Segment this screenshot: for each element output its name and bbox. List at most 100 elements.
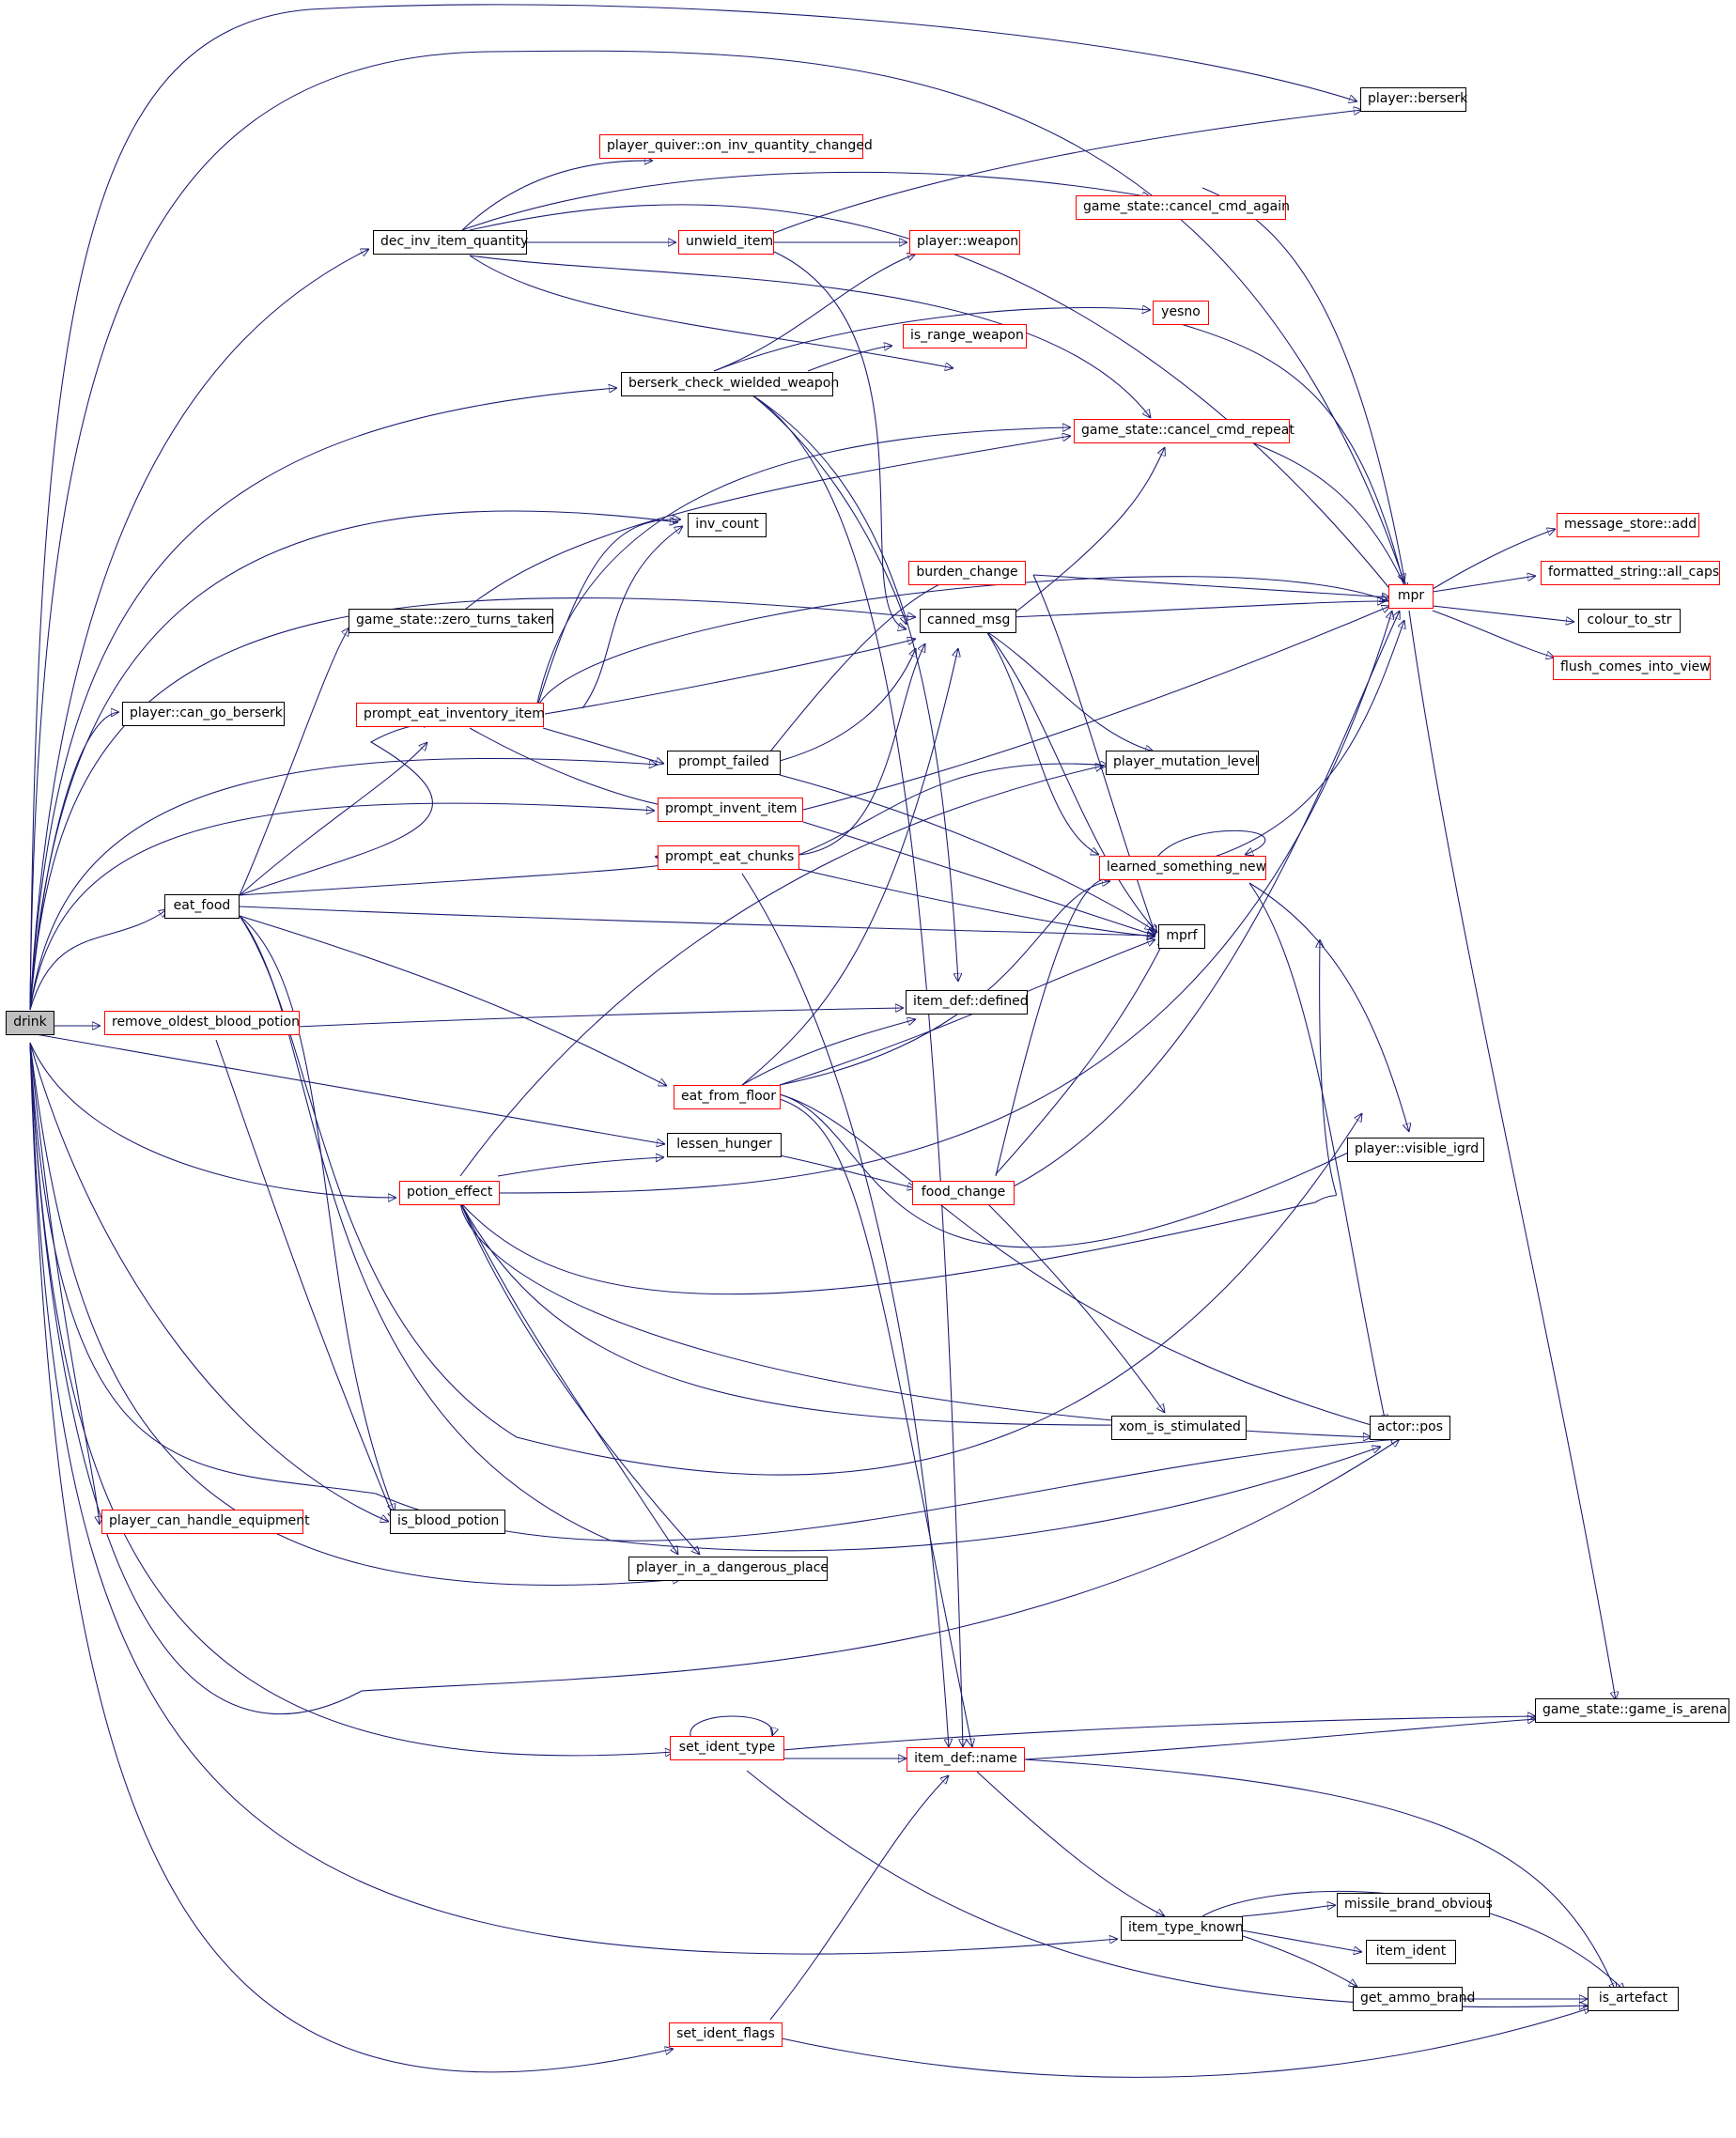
edge [239, 915, 667, 1086]
edge [239, 627, 349, 896]
edge [1008, 447, 1165, 618]
edge [459, 939, 1337, 1295]
edge [779, 1093, 1372, 1248]
node-mpr[interactable]: mpr [1388, 584, 1434, 609]
edge [782, 1716, 1536, 1751]
edge [459, 1201, 1372, 1437]
edge [469, 727, 676, 808]
node-player-quiver-on-inv-quantity-changed[interactable]: player_quiver::on_inv_quantity_changed [599, 134, 873, 159]
edge [29, 1042, 396, 1198]
node-is-artefact[interactable]: is_artefact [1588, 1987, 1679, 2011]
node-lessen-hunger[interactable]: lessen_hunger [667, 1133, 782, 1157]
edge [1248, 441, 1407, 592]
node-learned-something-new[interactable]: learned_something_new [1099, 856, 1266, 880]
edge [802, 606, 1390, 811]
edge [779, 1154, 916, 1188]
node-player-in-a-dangerous-place[interactable]: player_in_a_dangerous_place [628, 1557, 829, 1581]
edge [461, 161, 653, 231]
node-prompt-eat-chunks[interactable]: prompt_eat_chunks [658, 845, 799, 870]
node-player-can-go-berserk[interactable]: player::can_go_berserk [122, 702, 285, 726]
edge [798, 868, 1155, 937]
edge [995, 939, 1165, 1175]
edge [497, 611, 1392, 1194]
node-prompt-failed[interactable]: prompt_failed [667, 751, 781, 775]
edge [1432, 529, 1556, 590]
edge [1239, 1934, 1357, 1987]
edge [779, 648, 916, 762]
edge [741, 873, 949, 1747]
node-player-weapon[interactable]: player::weapon [909, 230, 1020, 255]
node-player-visible-igrd[interactable]: player::visible_igrd [1347, 1138, 1484, 1162]
node-player-berserk[interactable]: player::berserk [1360, 87, 1467, 112]
node-set-ident-flags[interactable]: set_ident_flags [669, 2022, 783, 2047]
node-dec-inv-item-quantity[interactable]: dec_inv_item_quantity [373, 230, 528, 255]
node-item-def-name[interactable]: item_def::name [907, 1747, 1025, 1772]
node-unwield-item[interactable]: unwield_item [678, 230, 774, 255]
edge [1201, 187, 1409, 606]
edge [29, 1042, 674, 2073]
edge [1432, 576, 1536, 593]
edge [29, 1042, 1400, 1542]
node-potion-effect[interactable]: potion_effect [399, 1181, 500, 1205]
node-colour-to-str[interactable]: colour_to_str [1578, 609, 1681, 633]
edge [751, 394, 963, 1747]
node-eat-food[interactable]: eat_food [164, 894, 240, 919]
node-burden-change[interactable]: burden_change [908, 561, 1026, 585]
edge [995, 878, 1113, 1177]
node-berserk-check-wielded-weapon[interactable]: berserk_check_wielded_weapon [621, 372, 839, 396]
edge [29, 4, 1357, 1011]
edge [29, 1032, 665, 1144]
edge [713, 308, 1151, 372]
node-formatted-string-all-caps[interactable]: formatted_string::all_caps [1541, 561, 1720, 585]
node-mprf[interactable]: mprf [1158, 924, 1205, 949]
node-canned-msg[interactable]: canned_msg [920, 609, 1016, 633]
edge [713, 254, 916, 372]
node-is-range-weapon[interactable]: is_range_weapon [903, 324, 1027, 349]
node-remove-oldest-blood-potion[interactable]: remove_oldest_blood_potion [104, 1011, 300, 1035]
edge [581, 526, 683, 709]
node-drink[interactable]: drink [6, 1011, 54, 1035]
node-cancel-cmd-again[interactable]: game_state::cancel_cmd_again [1076, 195, 1290, 220]
node-message-store-add[interactable]: message_store::add [1557, 513, 1699, 537]
edge [461, 171, 1151, 231]
edge [1248, 882, 1386, 1423]
edge [29, 712, 119, 1011]
node-prompt-invent-item[interactable]: prompt_invent_item [658, 798, 803, 822]
node-item-def-defined[interactable]: item_def::defined [906, 990, 1029, 1015]
node-flush-comes-into-view[interactable]: flush_comes_into_view [1553, 656, 1711, 680]
node-game-is-arena[interactable]: game_state::game_is_arena [1535, 1698, 1729, 1723]
node-inv-count[interactable]: inv_count [688, 513, 767, 537]
edge [1009, 611, 1400, 1189]
node-xom-is-stimulated[interactable]: xom_is_stimulated [1111, 1416, 1247, 1440]
edge [1241, 1929, 1362, 1952]
edge [542, 727, 664, 764]
node-player-can-handle-equipment[interactable]: player_can_handle_equipment [101, 1510, 310, 1534]
node-actor-pos[interactable]: actor::pos [1370, 1416, 1450, 1440]
edge [802, 821, 1155, 936]
edge [690, 1715, 773, 1736]
node-is-blood-potion[interactable]: is_blood_potion [390, 1510, 505, 1534]
edge [544, 639, 916, 715]
node-cancel-cmd-repeat[interactable]: game_state::cancel_cmd_repeat [1074, 419, 1294, 443]
edge [746, 1770, 1588, 2006]
node-get-ammo-brand[interactable]: get_ammo_brand [1353, 1987, 1475, 2011]
edge [469, 255, 1151, 418]
node-set-ident-type[interactable]: set_ident_type [670, 1736, 784, 1760]
node-item-ident[interactable]: item_ident [1366, 1940, 1456, 1964]
node-yesno[interactable]: yesno [1153, 301, 1209, 325]
node-player-mutation-level[interactable]: player_mutation_level [1106, 751, 1259, 775]
node-food-change[interactable]: food_change [912, 1181, 1015, 1205]
node-item-type-known[interactable]: item_type_known [1121, 1916, 1244, 1941]
edge [29, 1042, 1118, 1955]
edge [535, 519, 681, 713]
node-zero-turns-taken[interactable]: game_state::zero_turns_taken [349, 609, 554, 633]
edge [1432, 610, 1555, 658]
edge [741, 648, 958, 1086]
node-eat-from-floor[interactable]: eat_from_floor [674, 1085, 781, 1109]
node-prompt-eat-inventory-item[interactable]: prompt_eat_inventory_item [356, 703, 545, 727]
edge [469, 204, 1400, 601]
edge [773, 110, 1362, 234]
node-missile-brand-obvious[interactable]: missile_brand_obvious [1337, 1893, 1493, 1917]
edge [29, 1042, 681, 1587]
edge [29, 802, 655, 1011]
